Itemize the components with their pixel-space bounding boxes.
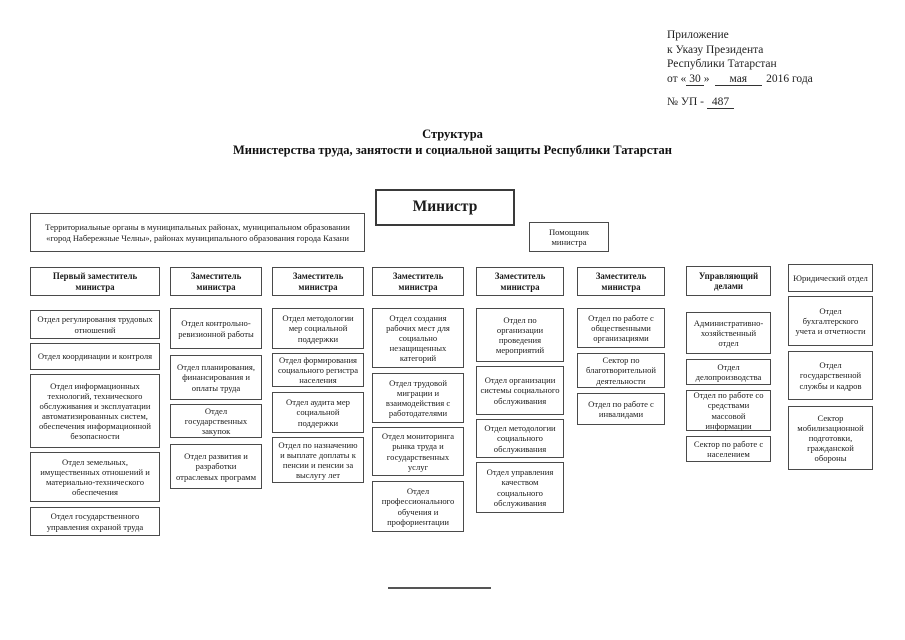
- date-month: мая: [714, 72, 763, 86]
- dept-box: Сектор по благотворительной деятельности: [577, 353, 665, 388]
- column-header-deputy-6: Заместитель министра: [577, 267, 665, 296]
- dept-box: Отдел государственной службы и кадров: [788, 351, 873, 400]
- column-header-deputy-3: Заместитель министра: [272, 267, 364, 296]
- dept-box: Отдел по работе с инвалидами: [577, 393, 665, 425]
- column-header-legal-department: Юридический отдел: [788, 264, 873, 292]
- dept-box: Отдел по работе со средствами массовой и…: [686, 390, 771, 431]
- column-header-deputy-5: Заместитель министра: [476, 267, 564, 296]
- title-line-2: Министерства труда, занятости и социальн…: [232, 143, 673, 157]
- bottom-rule: [388, 587, 491, 589]
- dept-box: Отдел бухгалтерского учета и отчетности: [788, 296, 873, 346]
- annotation-line: Республики Татарстан: [667, 58, 777, 70]
- annotation-line: к Указу Президента: [667, 43, 764, 56]
- number-value: 487: [706, 96, 735, 109]
- column-header-chief-of-staff: Управляющий делами: [686, 266, 771, 296]
- dept-box: Отдел управления качеством социального о…: [476, 462, 564, 513]
- dept-box: Отдел аудита мер социальной поддержки: [272, 392, 364, 433]
- dept-box: Сектор мобилизационной подготовки, гражд…: [788, 406, 873, 470]
- dept-box: Отдел по назначению и выплате доплаты к …: [272, 437, 364, 483]
- dept-box: Отдел координации и контроля: [30, 343, 160, 370]
- dept-box: Административно-хозяйственный отдел: [686, 312, 771, 354]
- date-close: »: [703, 72, 710, 85]
- date-year: 2016 года: [766, 72, 813, 85]
- column-header-deputy-2: Заместитель министра: [170, 267, 262, 296]
- annotation-line: Приложение: [667, 29, 729, 41]
- minister-box: Министр: [375, 189, 515, 226]
- dept-box: Отдел планирования, финансирования и опл…: [170, 355, 262, 400]
- dept-box: Отдел контрольно-ревизионной работы: [170, 308, 262, 349]
- title-line-1: Структура: [422, 127, 483, 141]
- date-day: 30: [686, 72, 704, 86]
- dept-box: Отдел по работе с общественными организа…: [577, 308, 665, 348]
- dept-box: Отдел формирования социального регистра …: [272, 353, 364, 387]
- dept-box: Отдел государственных закупок: [170, 404, 262, 438]
- dept-box: Отдел государственного управления охрано…: [30, 507, 160, 536]
- dept-box: Отдел по организации проведения мероприя…: [476, 308, 564, 362]
- page-title: Структура Министерства труда, занятости …: [0, 126, 905, 158]
- dept-box: Отдел делопроизводства: [686, 359, 771, 385]
- dept-box: Отдел методологии мер социальной поддерж…: [272, 308, 364, 349]
- dept-box: Отдел развития и разработки отраслевых п…: [170, 444, 262, 489]
- minister-assistant-box: Помощник министра: [529, 222, 609, 252]
- dept-box: Отдел профессионального обучения и профо…: [372, 481, 464, 532]
- territorial-bodies-box: Территориальные органы в муниципальных р…: [30, 213, 365, 252]
- decree-annotation: Приложение к Указу Президента Республики…: [667, 28, 905, 110]
- column-header-deputy-4: Заместитель министра: [372, 267, 464, 296]
- dept-box: Отдел методологии социального обслуживан…: [476, 419, 564, 458]
- dept-box: Отдел регулирования трудовых отношений: [30, 310, 160, 339]
- dept-box: Отдел мониторинга рынка труда и государс…: [372, 427, 464, 476]
- dept-box: Отдел земельных, имущественных отношений…: [30, 452, 160, 502]
- column-header-first-deputy: Первый заместитель министра: [30, 267, 160, 296]
- number-prefix: № УП -: [667, 96, 704, 108]
- dept-box: Отдел создания рабочих мест для социальн…: [372, 308, 464, 368]
- dept-box: Сектор по работе с населением: [686, 436, 771, 462]
- dept-box: Отдел организации системы социального об…: [476, 366, 564, 415]
- decree-number-line: № УП - 487: [667, 95, 905, 110]
- dept-box: Отдел информационных технологий, техниче…: [30, 374, 160, 448]
- date-prefix: от «: [667, 72, 687, 85]
- dept-box: Отдел трудовой миграции и взаимодействия…: [372, 373, 464, 423]
